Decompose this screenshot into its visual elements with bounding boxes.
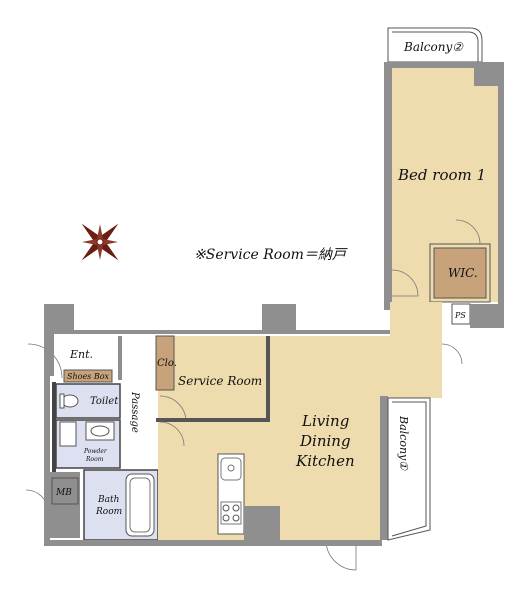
bath-room-label-1: Bath bbox=[97, 495, 119, 505]
toilet: Toilet bbox=[55, 383, 121, 419]
closet-label: Clo. bbox=[157, 358, 177, 369]
entrance-label: Ent. bbox=[69, 348, 93, 361]
shoes-box: Shoes Box bbox=[63, 369, 113, 383]
toilet-label: Toilet bbox=[90, 396, 119, 407]
powder-room-label-1: Powder bbox=[83, 448, 108, 455]
mb-label: MB bbox=[55, 488, 72, 498]
living-label: Living bbox=[301, 412, 349, 430]
wall-bottom bbox=[44, 540, 382, 546]
ldk: Living Dining Kitchen bbox=[156, 302, 442, 571]
passage: Passage bbox=[118, 336, 156, 470]
wall-left bbox=[44, 334, 50, 546]
bath-room-label-2: Room bbox=[95, 507, 122, 517]
bedroom-1-label: Bed room 1 bbox=[397, 166, 486, 184]
compass-rose-icon bbox=[81, 223, 119, 261]
shoes-box-label: Shoes Box bbox=[67, 372, 110, 381]
walk-in-closet: WIC. bbox=[429, 243, 491, 303]
wall-block-left bbox=[44, 304, 74, 334]
wall-block-mid bbox=[262, 304, 296, 334]
passage-label: Passage bbox=[129, 391, 140, 433]
balcony-1-label: Balcony① bbox=[397, 415, 410, 471]
ps-label: PS bbox=[454, 311, 466, 320]
service-room: Clo. Service Room bbox=[155, 335, 270, 422]
balcony-2-label: Balcony② bbox=[403, 40, 464, 54]
hall-door-arc bbox=[441, 343, 463, 365]
powder-room-label-2: Room bbox=[85, 456, 104, 463]
powder-room: Powder Room bbox=[55, 419, 121, 469]
pipe-space: PS bbox=[451, 303, 504, 328]
wic-label: WIC. bbox=[448, 266, 478, 280]
meter-box: MB bbox=[25, 472, 80, 538]
wall-wet-left bbox=[52, 382, 56, 472]
kitchen-label: Kitchen bbox=[295, 452, 355, 470]
service-room-label: Service Room bbox=[178, 374, 262, 388]
bath-room: Bath Room bbox=[83, 469, 159, 541]
balcony-1: Balcony① bbox=[387, 397, 431, 541]
wall-top bbox=[44, 330, 390, 334]
service-room-note: ※Service Room＝納戸 bbox=[194, 247, 348, 263]
dining-label: Dining bbox=[299, 432, 351, 450]
balcony-2: Balcony② bbox=[387, 27, 483, 63]
